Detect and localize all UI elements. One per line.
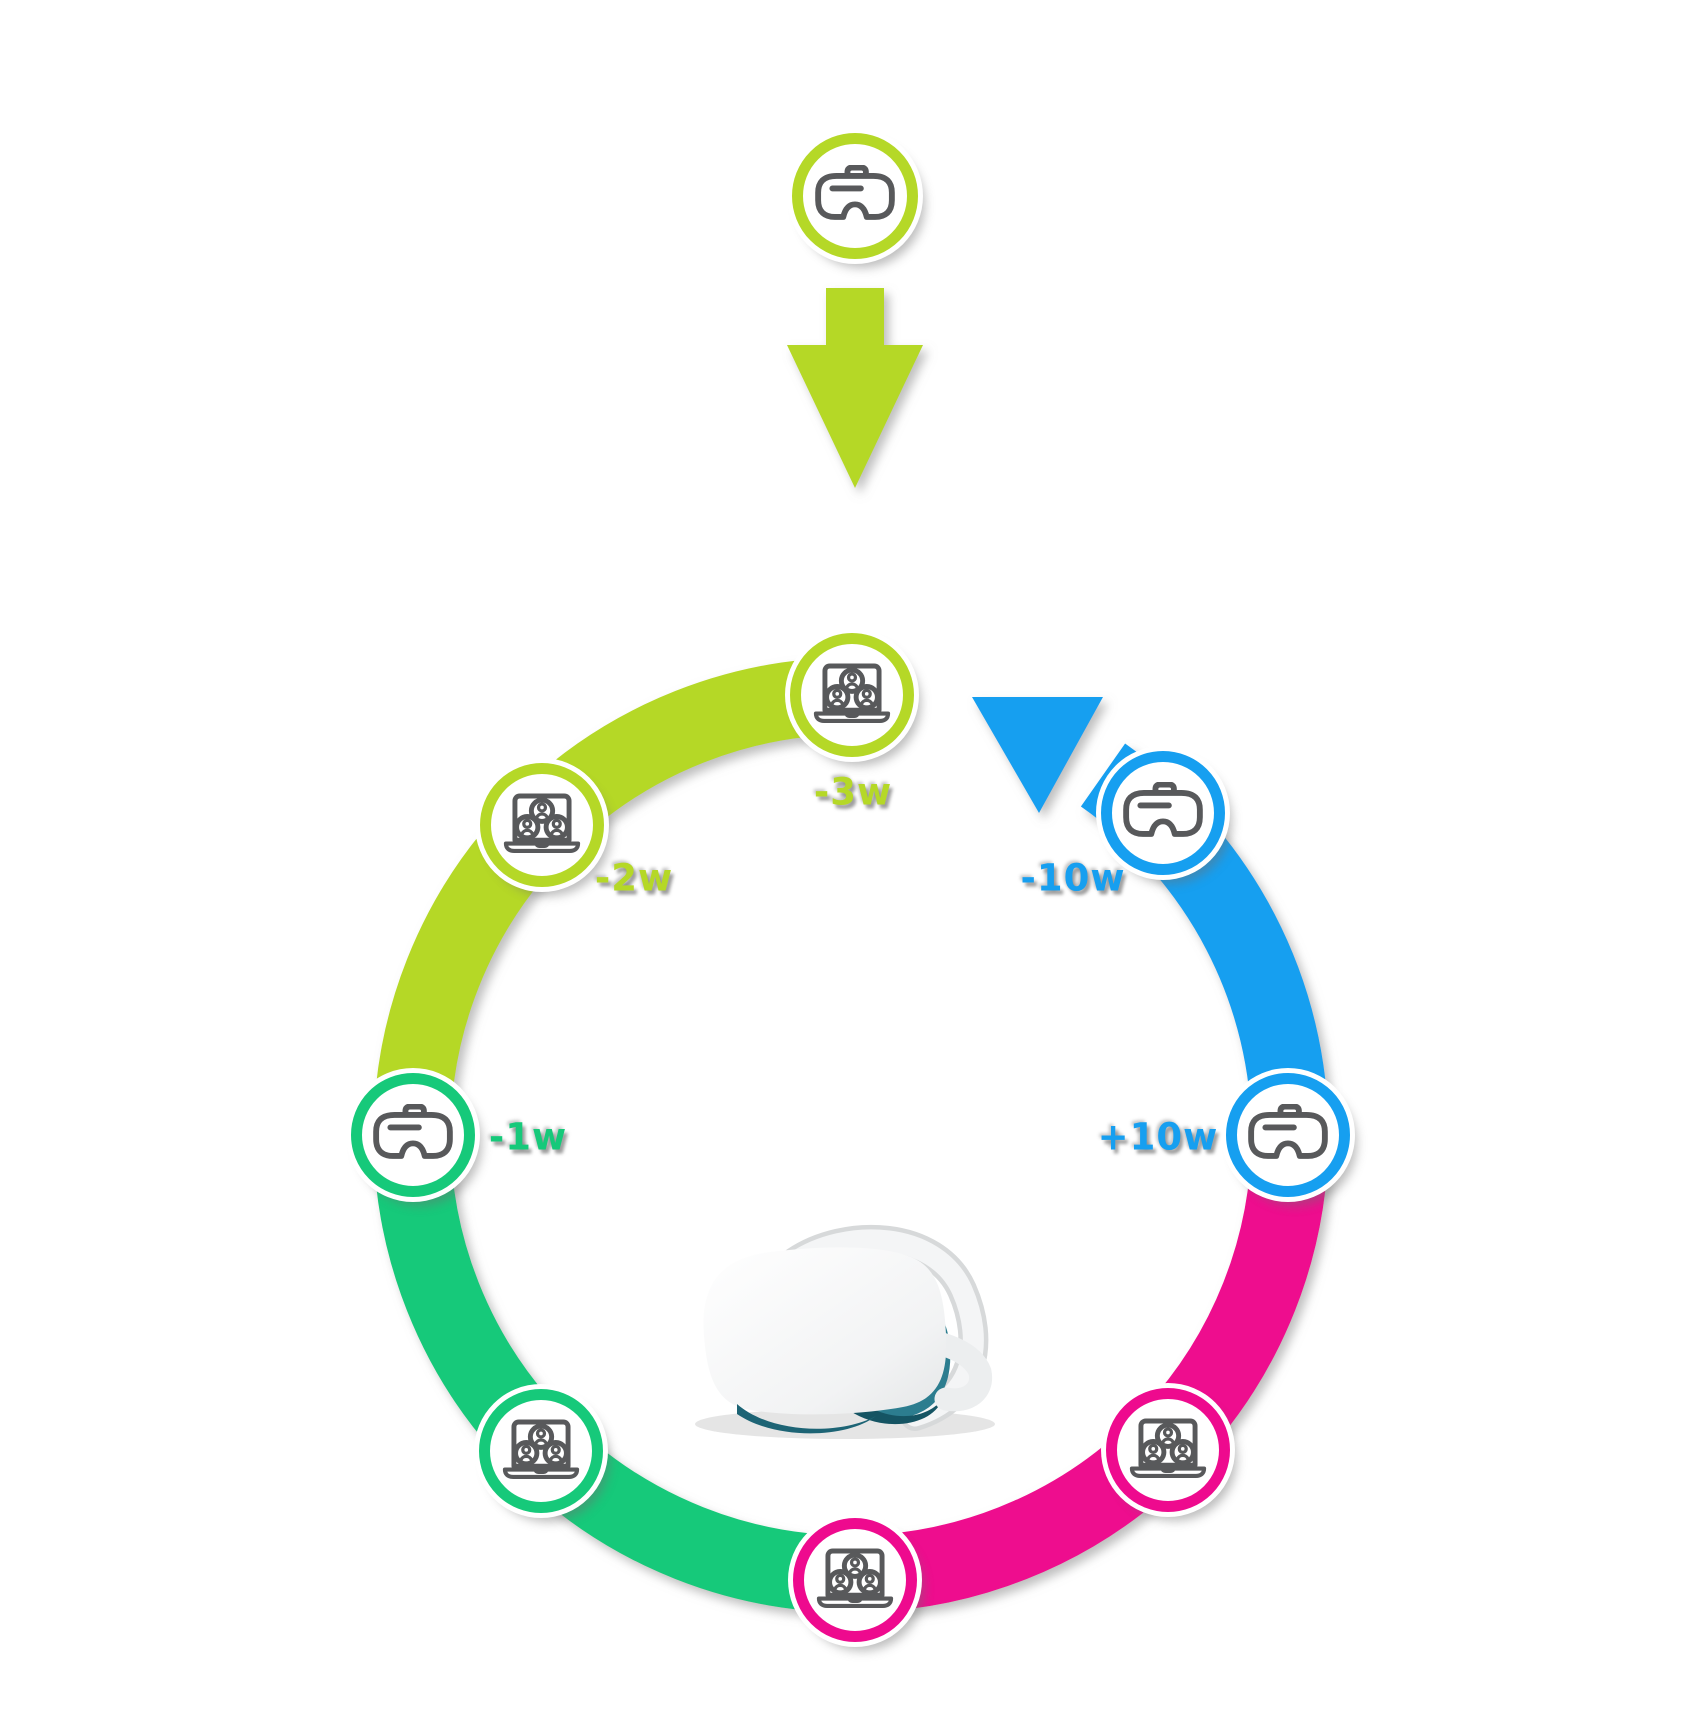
vr-headset-icon <box>1121 782 1205 844</box>
cycle-node-virtual-meeting-lower-right <box>1106 1388 1230 1512</box>
label-minus-1w: -1w <box>488 1115 568 1159</box>
cycle-node-vr-session-minus10w <box>1101 751 1225 875</box>
cycle-node-virtual-meeting-3w <box>790 633 914 757</box>
loop-restart-arrow-icon <box>972 697 1103 813</box>
cycle-arc-lime <box>373 657 852 1136</box>
label-plus-10w: +10w <box>1097 1115 1219 1159</box>
laptop-video-call-icon <box>814 1546 896 1615</box>
cycle-node-virtual-meeting-2w <box>480 763 604 887</box>
down-arrow-icon <box>787 288 923 488</box>
cycle-node-virtual-meeting-bottom <box>793 1518 917 1642</box>
vr-headset-icon <box>813 165 897 227</box>
white-vr-headset-photo <box>695 1224 995 1439</box>
cycle-node-virtual-meeting-lower-left <box>479 1389 603 1513</box>
vr-headset-icon <box>371 1104 455 1166</box>
label-minus-10w: -10w <box>1020 856 1126 900</box>
label-minus-2w: -2w <box>594 856 674 900</box>
cycle-node-vr-session-plus10w <box>1226 1073 1350 1197</box>
laptop-video-call-icon <box>500 1417 582 1486</box>
laptop-video-call-icon <box>501 791 583 860</box>
label-minus-3w: -3w <box>813 770 893 814</box>
intro-vr-badge <box>792 133 918 259</box>
vr-headset-icon <box>1246 1104 1330 1166</box>
laptop-video-call-icon <box>1127 1416 1209 1485</box>
cycle-node-vr-session-1w <box>351 1073 475 1197</box>
laptop-video-call-icon <box>811 661 893 730</box>
